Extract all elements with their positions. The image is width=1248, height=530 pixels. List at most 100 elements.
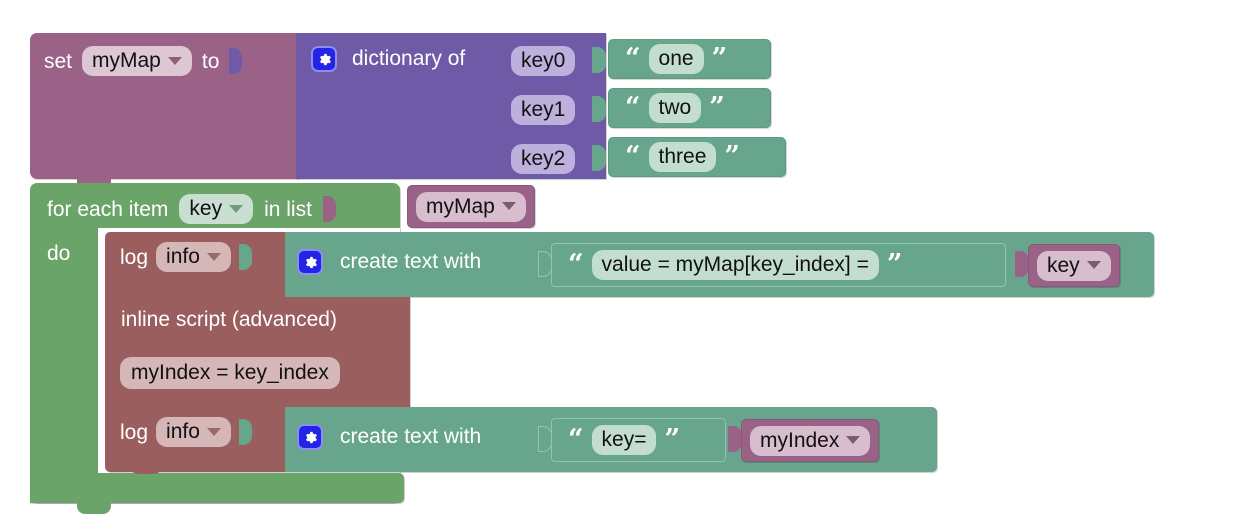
caret-down-icon (206, 252, 221, 261)
log1-value-socket[interactable] (238, 244, 253, 270)
caret-down-icon (846, 436, 861, 444)
loop-prefix-label: for each item (47, 197, 169, 221)
quote-open-icon: “ (625, 92, 641, 123)
quote-open-icon: “ (568, 249, 584, 280)
text-string-block[interactable]: “ value = myMap[key_index] = ” (551, 243, 1006, 287)
dictionary-key-text: key1 (521, 98, 566, 121)
dictionary-value-socket-2[interactable] (592, 145, 606, 171)
text-string-block[interactable]: “ two ” (608, 88, 771, 128)
loop-bottom-bar (30, 473, 404, 503)
create-text-2-socket-1[interactable] (728, 426, 742, 452)
caret-down-icon (1086, 261, 1101, 269)
create-text-1-socket-0[interactable] (538, 251, 552, 277)
set-block-top-notch (77, 33, 111, 43)
dictionary-gear-button[interactable] (311, 46, 337, 72)
string-value-text: key= (601, 428, 647, 451)
create-text-2-gear-button[interactable] (297, 424, 323, 450)
string-value-text: three (658, 145, 707, 168)
inline-script-code-field[interactable]: myIndex = key_index (120, 357, 340, 389)
loop-item-variable-dropdown[interactable]: key (179, 194, 254, 224)
caret-down-icon (167, 56, 182, 65)
log2-top-notch (130, 407, 162, 417)
loop-bottom-notch (77, 503, 111, 514)
dictionary-key-text: key2 (521, 147, 566, 170)
set-variable-dropdown[interactable]: myMap (82, 46, 192, 76)
dictionary-key-field-2[interactable]: key2 (511, 144, 576, 174)
caret-down-icon (206, 427, 221, 436)
loop-in-list-label: in list (264, 197, 312, 221)
log2-row: log info (120, 417, 253, 447)
set-keyword-label: set (44, 49, 73, 73)
loop-header-row: for each item key in list (47, 194, 337, 224)
loop-do-label: do (47, 242, 71, 265)
dictionary-key-pill[interactable]: key2 (511, 144, 576, 174)
inline-script-code-text: myIndex = key_index (120, 357, 340, 389)
variable-getter-block-myindex[interactable]: myIndex (741, 419, 880, 462)
variable-getter-block-mymap[interactable]: myMap (407, 185, 535, 228)
socket-tab-icon (238, 419, 252, 445)
create-text-2-title: create text with (340, 425, 482, 448)
set-block-row: set myMap to (44, 46, 243, 76)
string-value-field[interactable]: value = myMap[key_index] = (591, 250, 879, 280)
loop-list-socket[interactable] (322, 196, 337, 222)
create-text-2-socket-0[interactable] (538, 426, 552, 452)
inline-script-top-notch (130, 297, 162, 307)
quote-open-icon: “ (625, 141, 641, 172)
getter-variable-dropdown[interactable]: myMap (416, 191, 526, 222)
gear-icon (297, 249, 323, 275)
log2-value-socket[interactable] (238, 419, 253, 445)
quote-close-icon: ” (711, 43, 728, 74)
inline-script-title: inline script (advanced) (121, 308, 337, 331)
text-string-block[interactable]: “ one ” (608, 39, 771, 79)
quote-close-icon: ” (886, 249, 903, 280)
log1-row: log info (120, 242, 253, 272)
string-value-text: two (658, 96, 692, 119)
getter-variable-name: myMap (426, 194, 495, 218)
quote-close-icon: ” (724, 141, 740, 172)
create-text-1-gear-button[interactable] (297, 249, 323, 275)
set-to-label: to (201, 49, 220, 73)
log-level-dropdown[interactable]: info (156, 417, 231, 447)
log-keyword-label: log (120, 245, 149, 269)
set-variable-name: myMap (92, 49, 161, 72)
socket-tab-icon (229, 48, 243, 74)
caret-down-icon (229, 204, 244, 213)
string-value-field[interactable]: one (648, 44, 704, 74)
getter-variable-dropdown[interactable]: myIndex (750, 425, 871, 456)
set-value-socket[interactable] (229, 48, 243, 74)
caret-down-icon (501, 202, 516, 210)
dictionary-key-field-1[interactable]: key1 (511, 95, 576, 125)
getter-variable-name: key (1047, 253, 1080, 277)
log1-top-notch (130, 232, 162, 242)
dictionary-title-label: dictionary of (352, 47, 466, 70)
text-string-block[interactable]: “ three ” (608, 137, 786, 177)
socket-tab-icon (322, 196, 336, 222)
create-text-1-socket-1[interactable] (1015, 251, 1029, 277)
quote-close-icon: ” (664, 424, 681, 455)
text-string-block[interactable]: “ key= ” (551, 418, 726, 462)
dictionary-value-socket-1[interactable] (592, 96, 606, 122)
log-level-value: info (166, 245, 200, 268)
string-value-text: one (658, 47, 694, 70)
log2-bottom-notch (130, 463, 162, 474)
dictionary-key-pill[interactable]: key0 (511, 46, 576, 76)
string-value-field[interactable]: two (648, 93, 702, 123)
quote-close-icon: ” (709, 92, 725, 123)
log-level-dropdown[interactable]: info (156, 242, 231, 272)
log-keyword-label: log (120, 420, 149, 444)
variable-getter-block-key[interactable]: key (1028, 244, 1120, 287)
gear-icon (311, 46, 337, 72)
string-value-field[interactable]: three (648, 142, 717, 172)
quote-open-icon: “ (625, 43, 641, 74)
loop-item-variable-name: key (189, 197, 223, 220)
dictionary-key-pill[interactable]: key1 (511, 95, 576, 125)
dictionary-key-text: key0 (521, 49, 566, 72)
dictionary-value-socket-0[interactable] (592, 47, 606, 73)
log-level-value: info (166, 420, 200, 443)
create-text-1-title: create text with (340, 250, 482, 273)
quote-open-icon: “ (568, 424, 584, 455)
dictionary-key-field-0[interactable]: key0 (511, 46, 576, 76)
string-value-field[interactable]: key= (591, 425, 657, 455)
getter-variable-dropdown[interactable]: key (1037, 250, 1111, 281)
